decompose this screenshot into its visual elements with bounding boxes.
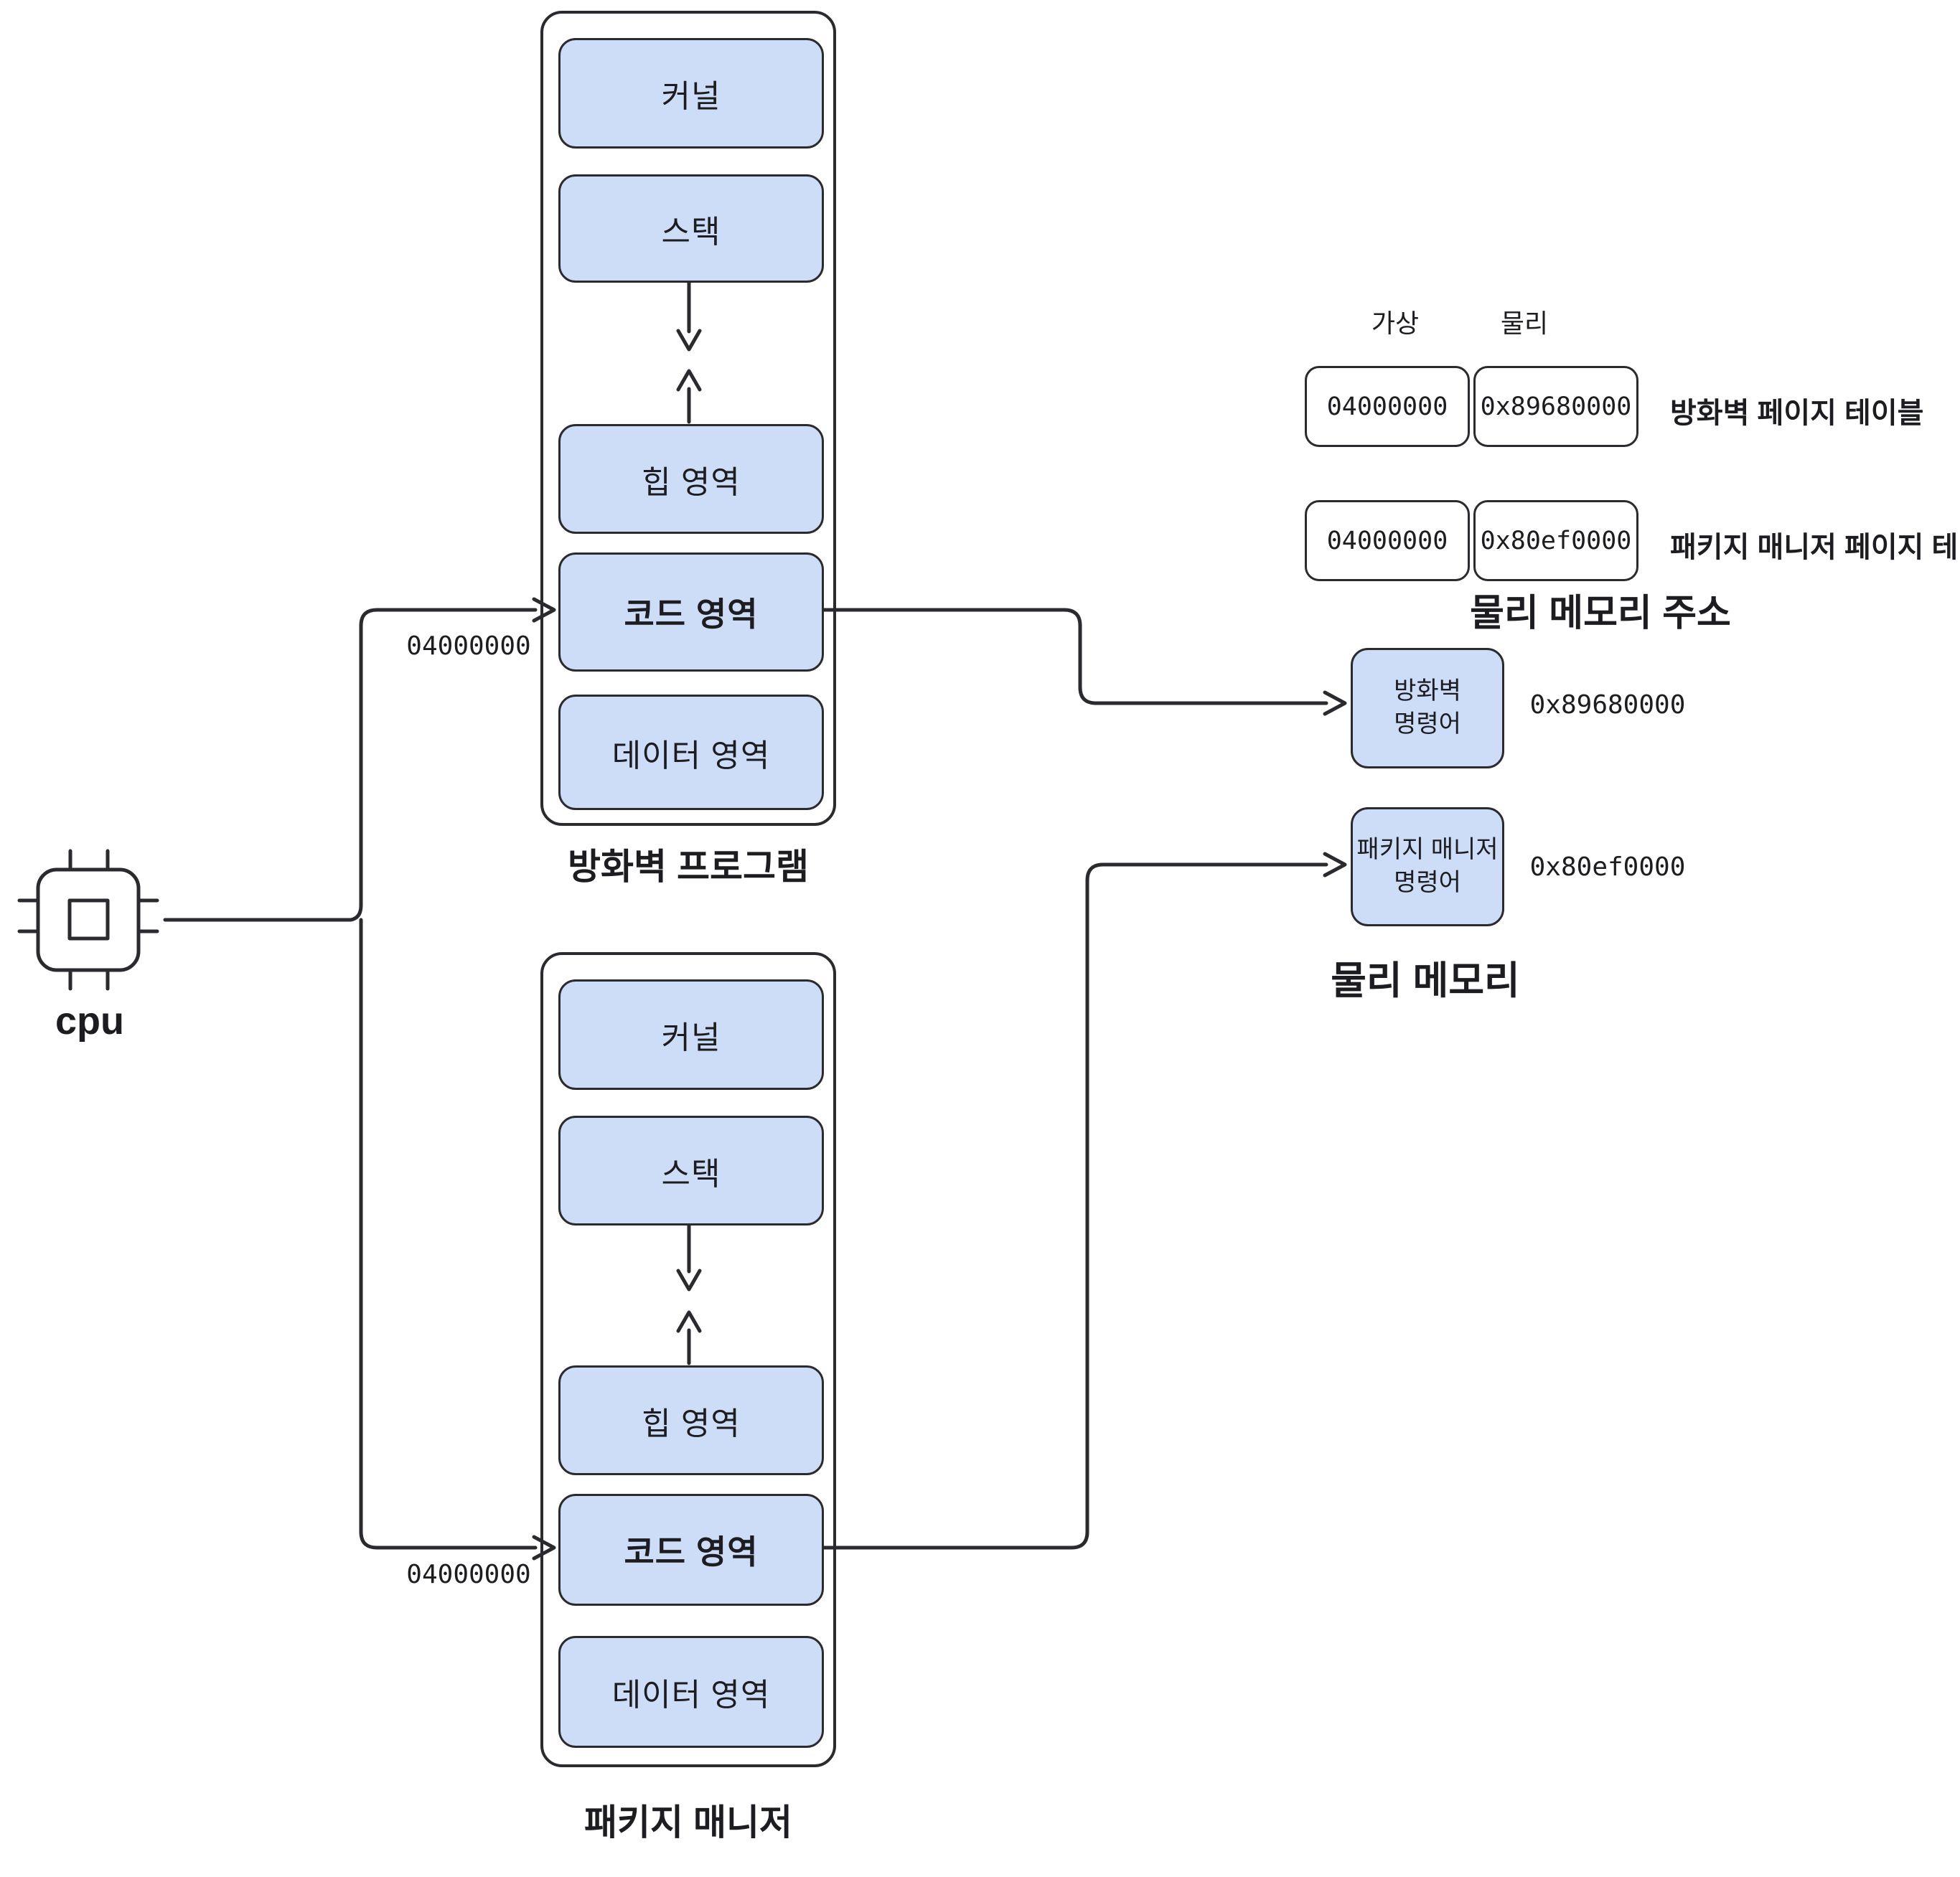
package-region-kernel: 커널 [558, 979, 824, 1090]
firewall-region-heap-label: 힙 영역 [642, 464, 741, 500]
package-region-code: 코드 영역 [558, 1494, 824, 1606]
heap-grow-arrowhead-package [676, 1310, 702, 1333]
page-table-virtual-header: 가상 [1371, 309, 1420, 338]
connector-cpu-to-firewall-code [163, 608, 538, 922]
package-commands-line1: 패키지 매니저 [1356, 836, 1499, 864]
physical-memory-block-firewall: 방화벽 명령어 [1351, 648, 1504, 768]
firewall-region-stack: 스택 [558, 174, 824, 283]
firewall-region-kernel-label: 커널 [661, 79, 721, 114]
firewall-commands-line2: 명령어 [1394, 710, 1461, 738]
page-table-row1-physical-value: 0x89680000 [1480, 392, 1632, 421]
physical-memory-block-package: 패키지 매니저 명령어 [1351, 807, 1504, 926]
connector-package-code-to-memory [817, 862, 1328, 1550]
page-table-row1-physical: 0x89680000 [1473, 366, 1638, 447]
package-region-stack-label: 스택 [661, 1156, 721, 1192]
firewall-region-kernel: 커널 [558, 38, 824, 149]
page-table-row1-virtual: 04000000 [1305, 366, 1470, 447]
physical-memory-title: 물리 메모리 [1331, 959, 1520, 1002]
page-table-row2-physical-value: 0x80ef0000 [1480, 526, 1632, 555]
page-table-row2-virtual: 04000000 [1305, 500, 1470, 581]
firewall-commands-line1: 방화벽 [1394, 677, 1461, 705]
page-table-row1-virtual-value: 04000000 [1326, 392, 1448, 421]
stack-grow-arrowhead-package [676, 1269, 702, 1292]
arrowhead-firewall-memory [1323, 690, 1347, 716]
page-table-title: 물리 메모리 주소 [1470, 593, 1731, 634]
page-table-physical-header: 물리 [1500, 309, 1549, 338]
connector-firewall-code-to-memory [817, 608, 1328, 705]
firewall-region-data-label: 데이터 영역 [611, 738, 771, 773]
cpu-icon [17, 849, 159, 991]
firewall-region-code: 코드 영역 [558, 552, 824, 672]
page-table-row1-label: 방화벽 페이지 테이블 [1670, 397, 1924, 429]
package-region-heap: 힙 영역 [558, 1365, 824, 1475]
firewall-physical-address: 0x89680000 [1529, 690, 1686, 720]
package-physical-address: 0x80ef0000 [1529, 852, 1686, 882]
page-table-row2-physical: 0x80ef0000 [1473, 500, 1638, 581]
package-region-data-label: 데이터 영역 [611, 1678, 771, 1713]
connector-cpu-to-package-code [359, 918, 538, 1550]
heap-grow-arrowhead-firewall [676, 369, 702, 392]
stack-grow-arrowhead-firewall [676, 329, 702, 352]
page-table-row2-label: 패키지 매니저 페이지 테이블 [1670, 532, 1960, 563]
firewall-region-heap: 힙 영역 [558, 424, 824, 534]
firewall-region-data: 데이터 영역 [558, 695, 824, 810]
cpu-label: cpu [55, 999, 124, 1043]
package-virtual-address-label: 04000000 [406, 1560, 531, 1589]
package-region-stack: 스택 [558, 1116, 824, 1226]
firewall-virtual-address-label: 04000000 [406, 631, 531, 661]
page-table-row2-virtual-value: 04000000 [1326, 526, 1448, 555]
arrowhead-package-memory [1323, 852, 1347, 878]
package-region-data: 데이터 영역 [558, 1636, 824, 1748]
package-process-container [540, 952, 836, 1767]
package-region-heap-label: 힙 영역 [642, 1406, 741, 1441]
firewall-process-container [540, 11, 836, 826]
package-region-kernel-label: 커널 [661, 1020, 721, 1055]
firewall-region-code-label: 코드 영역 [624, 596, 759, 633]
package-commands-line2: 명령어 [1394, 869, 1461, 896]
package-region-code-label: 코드 영역 [624, 1533, 759, 1571]
package-process-title: 패키지 매니저 [584, 1802, 792, 1843]
firewall-process-title: 방화벽 프로그램 [568, 847, 809, 887]
firewall-region-stack-label: 스택 [661, 214, 721, 250]
